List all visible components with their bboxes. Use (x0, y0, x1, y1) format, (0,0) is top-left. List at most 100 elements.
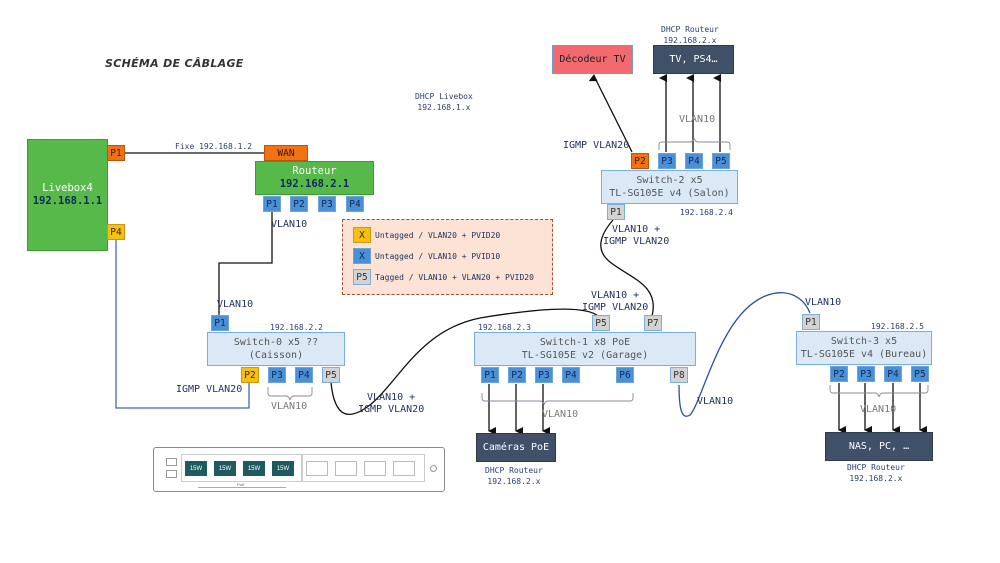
note-line: DHCP Livebox (415, 92, 473, 101)
diagram-title: SCHÉMA DE CÂBLAGE (105, 57, 244, 70)
fixe-ip-label: Fixe 192.168.1.2 (175, 142, 253, 151)
switch3-brace-vlan10-label: VLAN10 (860, 404, 897, 415)
ethernet-port-icon (393, 461, 415, 476)
switch2-brace-vlan10-label: VLAN10 (679, 114, 716, 125)
switch0-line1: Switch-0 x5 ?? (233, 337, 319, 348)
switch3-port-p3[interactable]: P3 (857, 366, 875, 382)
switch1-port-p6[interactable]: P6 (616, 367, 634, 383)
switch1-p5-cable-label: VLAN10 + IGMP VLAN20 (582, 290, 648, 314)
switch2-line2: TL-SG105E v4 (Salon) (609, 188, 730, 199)
switch1-p8-vlan10-label: VLAN10 (697, 396, 734, 407)
brace-switch2 (658, 137, 731, 150)
switch2-node[interactable]: Switch-2 x5 TL-SG105E v4 (Salon) (601, 170, 738, 204)
legend-text: Tagged / VLAN10 + VLAN20 + PVID20 (375, 272, 534, 282)
legend-row-vlan20: X Untagged / VLAN20 + PVID20 (353, 227, 500, 243)
legend-key-blue: X (353, 248, 371, 264)
router-port-p1[interactable]: P1 (263, 196, 281, 212)
switch2-igmp-label: IGMP VLAN20 (563, 140, 630, 151)
device-tv-ps4[interactable]: TV, PS4… (653, 45, 734, 74)
switch2-port-p2[interactable]: P2 (631, 153, 649, 169)
label-line: VLAN10 + (367, 392, 416, 403)
switch0-line2: (Caisson) (248, 350, 304, 361)
note-line: 192.168.2.x (849, 474, 903, 483)
switch2-port-p3[interactable]: P3 (658, 153, 676, 169)
livebox-node[interactable]: Livebox4 192.168.1.1 (27, 139, 108, 251)
switch2-port-p4[interactable]: P4 (685, 153, 703, 169)
switch3-node[interactable]: Switch-3 x5 TL-SG105E v4 (Bureau) (796, 331, 932, 365)
device-nas-pc[interactable]: NAS, PC, … (825, 432, 933, 461)
switch0-port-p2[interactable]: P2 (241, 367, 259, 383)
poe-switch-image: 15W 15W 15W 15W PoE (153, 447, 445, 492)
router-port-p4[interactable]: P4 (346, 196, 364, 212)
switch1-port-p2[interactable]: P2 (508, 367, 526, 383)
switch0-brace-vlan10-label: VLAN10 (271, 401, 308, 412)
switch3-port-p4[interactable]: P4 (884, 366, 902, 382)
switch0-port-p3[interactable]: P3 (268, 367, 286, 383)
switch3-port-p1[interactable]: P1 (802, 314, 820, 330)
switch0-node[interactable]: Switch-0 x5 ?? (Caisson) (207, 332, 345, 366)
poe-port-3: 15W (243, 461, 265, 476)
ethernet-port-icon (364, 461, 386, 476)
cable-livebox-switch0 (115, 237, 250, 409)
switch0-igmp-label: IGMP VLAN20 (176, 384, 243, 395)
cable-router-switch0 (218, 212, 273, 315)
switch1-ip: 192.168.2.3 (478, 323, 531, 332)
switch1-port-p3[interactable]: P3 (535, 367, 553, 383)
legend-key-yellow: X (353, 227, 371, 243)
note-line: DHCP Routeur (661, 25, 719, 34)
livebox-port-p4[interactable]: P4 (107, 224, 125, 240)
note-line: 192.168.2.x (663, 36, 717, 45)
livebox-port-p1[interactable]: P1 (107, 145, 125, 161)
device-decodeur-tv[interactable]: Décodeur TV (552, 45, 633, 74)
switch1-port-p4[interactable]: P4 (562, 367, 580, 383)
switch0-port-p4[interactable]: P4 (295, 367, 313, 383)
legend-text: Untagged / VLAN10 + PVID10 (375, 251, 501, 261)
switch1-port-p1[interactable]: P1 (481, 367, 499, 383)
switch2-port-p1[interactable]: P1 (607, 204, 625, 220)
livebox-name: Livebox4 (42, 182, 93, 194)
legend-key-gray: P5 (353, 269, 371, 285)
router-port-p3[interactable]: P3 (318, 196, 336, 212)
ethernet-port-icon (306, 461, 328, 476)
poe-bracket (198, 485, 286, 488)
router-node[interactable]: Routeur 192.168.2.1 (255, 161, 374, 195)
cable-switch1-switch3 (678, 292, 811, 417)
router-vlan10-label: VLAN10 (271, 219, 308, 230)
dhcp-livebox-note: DHCP Livebox 192.168.1.x (415, 91, 473, 113)
switch1-node[interactable]: Switch-1 x8 PoE TL-SG105E v2 (Garage) (474, 332, 696, 366)
switch0-port-p5[interactable]: P5 (322, 367, 340, 383)
poe-port-1: 15W (185, 461, 207, 476)
device-cameras[interactable]: Caméras PoE (476, 433, 556, 462)
switch1-port-p5[interactable]: P5 (592, 315, 610, 331)
brace-switch1 (481, 393, 634, 406)
poe-port-group (181, 454, 303, 482)
switch0-port-p1[interactable]: P1 (211, 315, 229, 331)
legend: X Untagged / VLAN20 + PVID20 X Untagged … (342, 219, 553, 295)
note-line: 192.168.2.x (487, 477, 541, 486)
switch3-line1: Switch-3 x5 (830, 336, 898, 347)
switch0-switch1-cable-label: VLAN10 + IGMP VLAN20 (358, 392, 424, 416)
router-port-p2[interactable]: P2 (290, 196, 308, 212)
switch3-vlan10-label: VLAN10 (805, 297, 842, 308)
switch1-port-p8[interactable]: P8 (670, 367, 688, 383)
ethernet-port-icon (335, 461, 357, 476)
switch3-port-p2[interactable]: P2 (830, 366, 848, 382)
poe-port-4: 15W (272, 461, 294, 476)
led-icon (166, 470, 177, 478)
switch2-p1-cable-label: VLAN10 + IGMP VLAN20 (603, 224, 669, 248)
brace-switch3 (829, 385, 929, 398)
cable-switch0-switch1 (330, 308, 599, 415)
switch1-line1: Switch-1 x8 PoE (539, 337, 631, 348)
label-line: IGMP VLAN20 (603, 236, 670, 247)
switch3-port-p5[interactable]: P5 (911, 366, 929, 382)
switch1-brace-vlan10-label: VLAN10 (542, 409, 579, 420)
switch0-ip: 192.168.2.2 (270, 323, 323, 332)
switch1-port-p7[interactable]: P7 (644, 315, 662, 331)
regular-port-group (301, 454, 425, 482)
legend-row-vlan10: X Untagged / VLAN10 + PVID10 (353, 248, 500, 264)
poe-label: PoE (237, 482, 245, 487)
switch2-port-p5[interactable]: P5 (712, 153, 730, 169)
router-port-wan[interactable]: WAN (264, 145, 308, 161)
label-line: VLAN10 + (612, 224, 661, 235)
router-ip: 192.168.2.1 (279, 178, 350, 190)
